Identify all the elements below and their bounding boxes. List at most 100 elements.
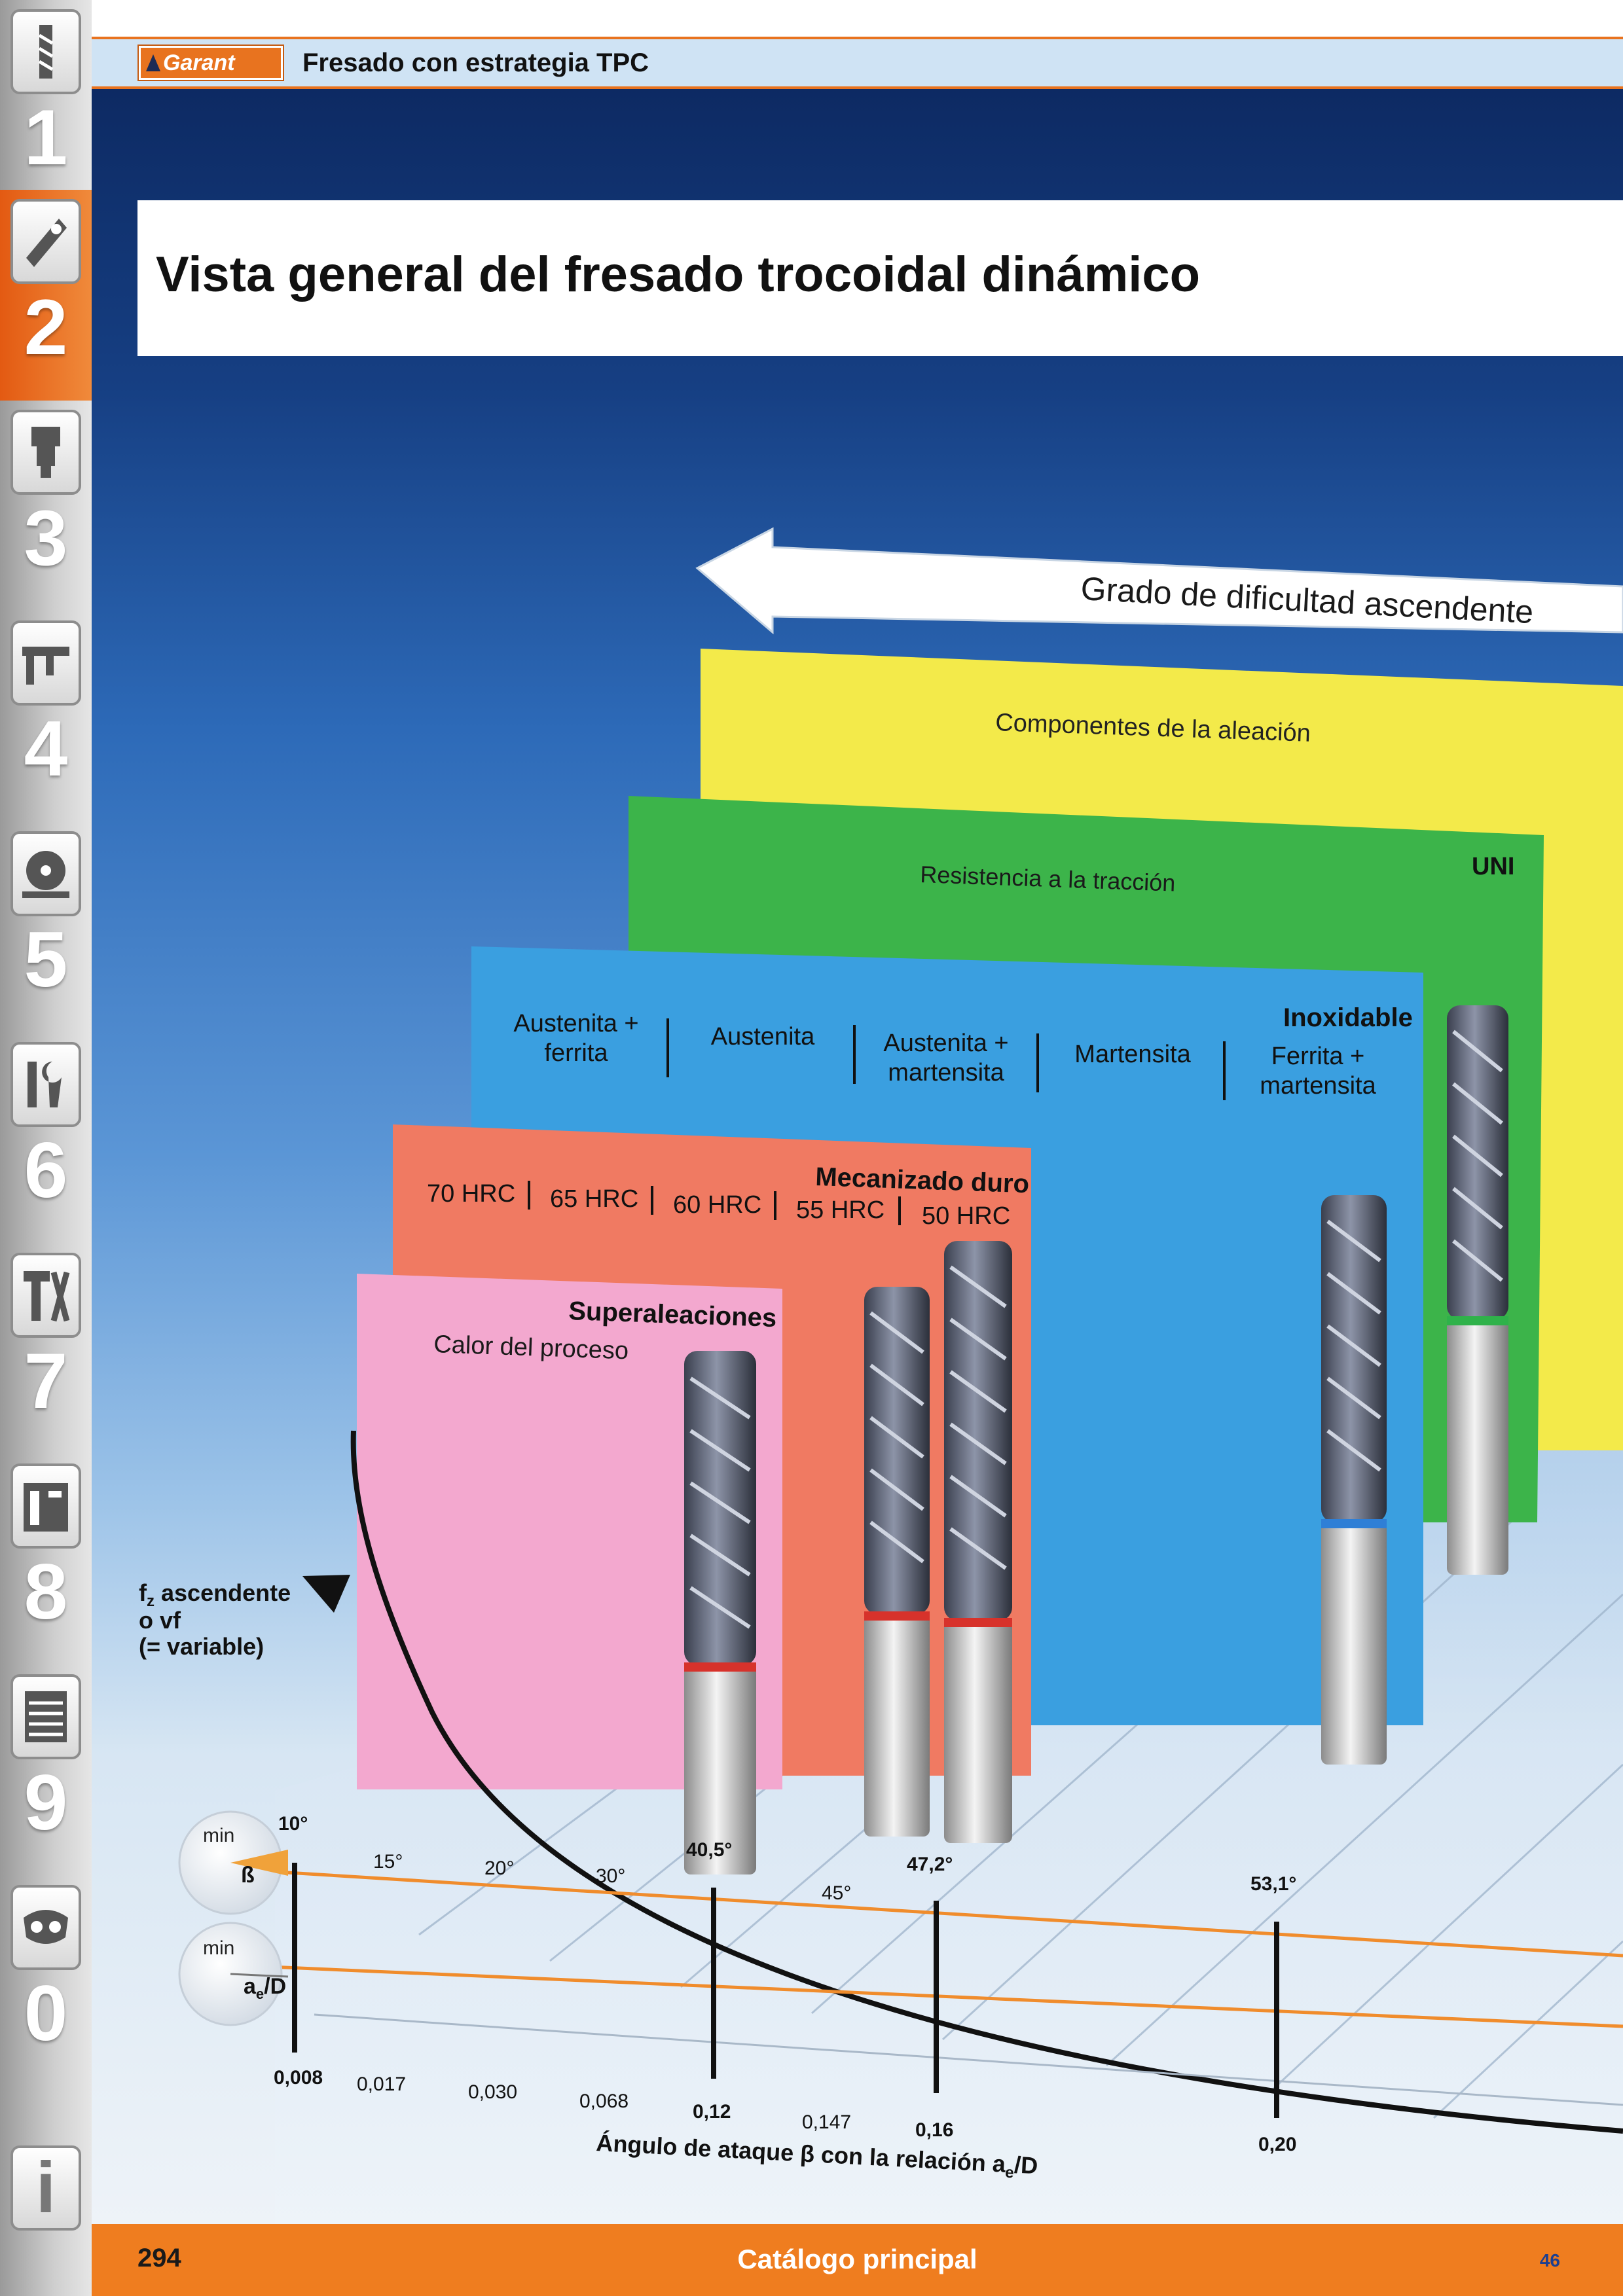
toolbox-icon: [10, 1463, 81, 1549]
tab-number: 7: [24, 1337, 68, 1425]
page-header: Garant Fresado con estrategia TPC: [92, 37, 1623, 89]
safety-gear-icon: [10, 1885, 81, 1970]
tab-number: 0: [24, 1969, 68, 2057]
page-title: Vista general del fresado trocoidal diná…: [156, 247, 1201, 302]
difficulty-arrow: Grado de dificultad ascendente: [695, 527, 1623, 635]
ratio-0-16: 0,16: [915, 2119, 953, 2141]
angle-15: 15°: [373, 1851, 403, 1873]
angle-47-2: 47,2°: [907, 1854, 953, 1875]
feed-curve: [350, 1430, 1623, 2134]
trochoidal-overview-figure: Grado de dificultad ascendente Component…: [139, 527, 1623, 2224]
main-visual: Vista general del fresado trocoidal diná…: [92, 89, 1623, 2224]
tab-number: 2: [24, 283, 68, 371]
material-austenite: Austenita: [711, 1023, 815, 1050]
end-mill-uni: [1447, 1005, 1508, 1575]
angle-20: 20°: [484, 1857, 514, 1879]
tab-number: 6: [24, 1126, 68, 1214]
beta-min-label: min: [203, 1825, 234, 1846]
beta-gauge: min ß: [178, 1810, 288, 1915]
hrc-55: 55 HRC: [796, 1196, 884, 1224]
tab-chapter-6[interactable]: 6: [0, 1033, 92, 1244]
panel-super: [357, 1274, 782, 1789]
hrc-50: 50 HRC: [922, 1202, 1010, 1230]
end-mill-inox: [1321, 1195, 1387, 1765]
milling-insert-icon: [10, 199, 81, 284]
garant-logo: Garant: [139, 46, 283, 80]
caliper-icon: [10, 620, 81, 706]
info-icon: i: [10, 2145, 81, 2231]
tab-info[interactable]: i: [0, 2087, 92, 2296]
process-heat-label: Calor del proceso: [433, 1331, 629, 1365]
inox-dividers: [666, 1018, 1226, 1100]
angle-labels: 10° 15° 20° 30° 40,5° 45° 47,2° 53,1°: [278, 1813, 1296, 1904]
tab-number: 9: [24, 1759, 68, 1846]
baseline: [314, 2013, 1623, 2106]
tab-number: 1: [24, 94, 68, 181]
uni-heading: UNI: [1472, 853, 1514, 880]
hammer-pliers-icon: [10, 1253, 81, 1338]
footer-small-number: 46: [1539, 2250, 1560, 2270]
ae-scale-line: [255, 1964, 1623, 2028]
angle-10: 10°: [278, 1813, 308, 1835]
inox-heading: Inoxidable: [1283, 1003, 1413, 1032]
tab-chapter-3[interactable]: 3: [0, 401, 92, 611]
ae-min-label: min: [203, 1937, 234, 1959]
saw-blade-icon: [10, 831, 81, 916]
tab-chapter-2[interactable]: 2: [0, 190, 92, 401]
angle-30: 30°: [596, 1865, 625, 1887]
angle-40-5: 40,5°: [686, 1839, 732, 1861]
ratio-0-12: 0,12: [693, 2101, 731, 2123]
wrench-icon: [10, 1042, 81, 1127]
hrc-70: 70 HRC: [427, 1180, 515, 1208]
tab-chapter-1[interactable]: 1: [0, 0, 92, 211]
ratio-0-030: 0,030: [468, 2081, 517, 2103]
cabinet-icon: [10, 1674, 81, 1759]
beta-scale-line: [255, 1869, 1623, 1958]
tab-chapter-8[interactable]: 8: [0, 1454, 92, 1665]
tab-number: 8: [24, 1548, 68, 1636]
angle-45: 45°: [822, 1882, 851, 1904]
material-ferrite-martensite-1: Ferrita +: [1271, 1043, 1365, 1070]
inox-materials: Austenita + ferrita Austenita Austenita …: [513, 1010, 1376, 1100]
tab-chapter-7[interactable]: 7: [0, 1244, 92, 1454]
material-austenite-ferrite-1: Austenita +: [513, 1010, 638, 1037]
tab-chapter-9[interactable]: 9: [0, 1665, 92, 1876]
tab-number: 5: [24, 916, 68, 1003]
material-austenite-martensite-2: martensita: [888, 1059, 1004, 1086]
tool-holder-icon: [10, 410, 81, 495]
angle-53-1: 53,1°: [1250, 1873, 1296, 1895]
title-box: Vista general del fresado trocoidal diná…: [137, 200, 1623, 356]
ratio-0-20: 0,20: [1258, 2134, 1296, 2155]
hrc-65: 65 HRC: [550, 1185, 638, 1213]
ratio-labels: 0,008 0,017 0,030 0,068 0,12 0,147 0,16 …: [274, 2067, 1296, 2155]
tab-number: 4: [24, 705, 68, 793]
tab-chapter-4[interactable]: 4: [0, 611, 92, 822]
feed-label-line3: (= variable): [139, 1633, 264, 1660]
tab-chapter-0[interactable]: 0: [0, 1876, 92, 2087]
hrc-60: 60 HRC: [673, 1191, 761, 1219]
ae-gauge: min ae/D: [178, 1922, 289, 2026]
feed-arrow-head: [302, 1575, 350, 1613]
tab-chapter-5[interactable]: 5: [0, 822, 92, 1033]
feed-label-line1: fz ascendente: [139, 1579, 291, 1610]
material-austenite-ferrite-2: ferrita: [544, 1039, 608, 1067]
ratio-0-068: 0,068: [579, 2090, 629, 2112]
feed-label-line2: o vf: [139, 1607, 181, 1634]
end-mill-super: [684, 1351, 756, 1874]
hrc-scale: 70 HRC 65 HRC 60 HRC 55 HRC 50 HRC: [427, 1180, 1010, 1230]
end-mill-hard-1: [864, 1287, 930, 1837]
catalog-title: Catálogo principal: [737, 2244, 977, 2274]
material-ferrite-martensite-2: martensita: [1260, 1072, 1376, 1100]
marker-ticks: [292, 1863, 1279, 2118]
tab-number: 3: [24, 494, 68, 582]
material-martensite: Martensita: [1074, 1041, 1191, 1068]
material-austenite-martensite-1: Austenita +: [883, 1030, 1008, 1057]
section-title: Fresado con estrategia TPC: [302, 48, 649, 77]
beta-symbol: ß: [241, 1863, 255, 1888]
drill-icon: [10, 9, 81, 94]
page-number: 294: [137, 2244, 181, 2272]
end-mill-tools: [684, 1005, 1508, 1874]
ratio-0-147: 0,147: [802, 2111, 851, 2133]
ratio-0-017: 0,017: [357, 2073, 406, 2095]
page-footer: 294 Catálogo principal 46: [92, 2224, 1623, 2296]
